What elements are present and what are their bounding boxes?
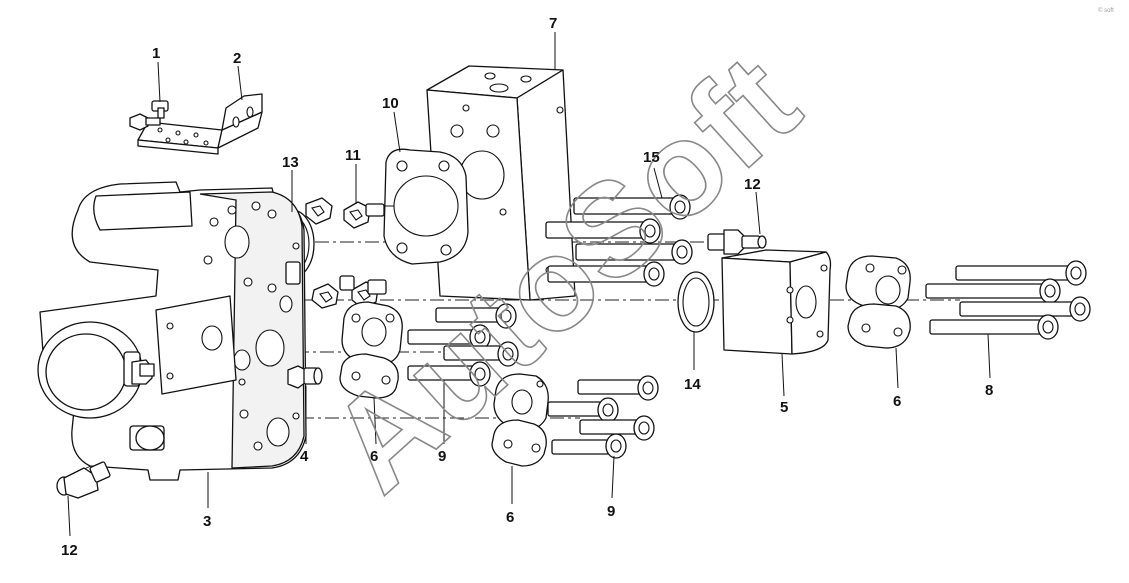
long-cap-screws-part <box>925 260 1091 340</box>
cap-screws-mid-part <box>407 303 519 387</box>
adapter-block-part <box>721 249 832 355</box>
leader-lines <box>67 32 991 537</box>
callout-6-right: 6 <box>893 393 901 410</box>
split-flange-right-part <box>845 255 911 349</box>
socket-screw-top-part <box>305 197 385 229</box>
split-flange-top-part <box>383 148 469 265</box>
split-flange-low-part <box>491 373 549 467</box>
callout-12-upper: 12 <box>744 176 761 193</box>
cap-screws-low-part <box>547 375 659 459</box>
cap-screws-manifold-part <box>545 194 693 287</box>
callout-7: 7 <box>549 15 557 32</box>
o-ring-small-part <box>677 271 715 333</box>
split-flange-mid-part <box>339 301 403 399</box>
callout-9-low: 9 <box>607 503 615 520</box>
callout-3: 3 <box>203 513 211 530</box>
fitting-part <box>287 365 323 389</box>
callout-6-mid: 6 <box>370 448 378 465</box>
corner-mark: © soft <box>1098 7 1114 14</box>
callout-8: 8 <box>985 382 993 399</box>
callout-2: 2 <box>233 50 241 67</box>
sensor-upper-part <box>707 229 767 255</box>
callout-15: 15 <box>643 149 660 166</box>
bracket-part <box>137 93 263 155</box>
callout-10: 10 <box>382 95 399 112</box>
callout-1: 1 <box>152 45 160 62</box>
callout-12-lower: 12 <box>61 542 78 559</box>
callout-14: 14 <box>684 376 701 393</box>
callout-4: 4 <box>300 448 309 465</box>
callout-13: 13 <box>282 154 299 171</box>
pump-housing-part <box>37 181 307 481</box>
socket-screw-mid-part <box>285 261 387 309</box>
callout-9-mid: 9 <box>438 448 446 465</box>
callout-5: 5 <box>780 399 788 416</box>
callout-11: 11 <box>345 147 361 164</box>
callout-labels: 1 2 7 10 11 13 15 12 14 5 6 8 4 6 9 3 6 … <box>61 15 993 559</box>
sensor-lower-part <box>56 461 111 499</box>
callout-6-low: 6 <box>506 509 514 526</box>
